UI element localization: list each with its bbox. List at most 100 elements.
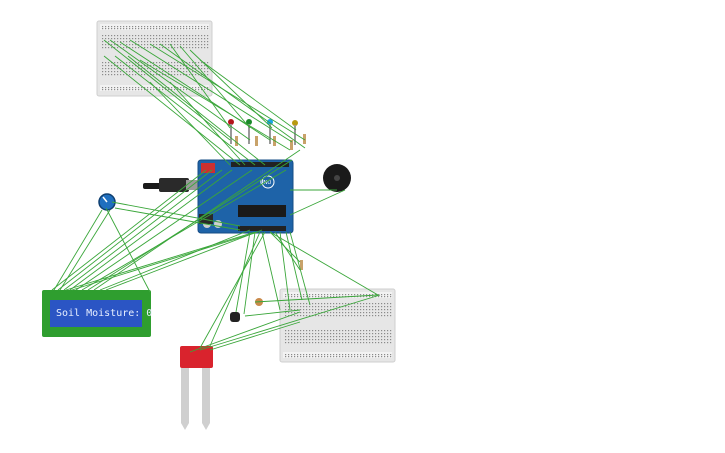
breadboard-hole — [315, 342, 317, 344]
wire[interactable] — [261, 231, 281, 311]
breadboard-top[interactable] — [96, 20, 213, 97]
wire[interactable] — [111, 201, 241, 227]
breadboard-hole — [114, 44, 116, 46]
breadboard-hole — [114, 26, 116, 28]
breadboard-hole — [306, 342, 308, 344]
breadboard-hole — [195, 35, 197, 37]
transistor[interactable] — [230, 312, 240, 322]
breadboard-hole — [198, 35, 200, 37]
wire[interactable] — [75, 169, 253, 291]
wire[interactable] — [169, 81, 246, 166]
breadboard-hole — [174, 41, 176, 43]
breadboard-hole — [180, 65, 182, 67]
wire[interactable] — [279, 231, 291, 311]
wire[interactable] — [93, 149, 301, 291]
wire[interactable] — [81, 169, 287, 291]
breadboard-hole — [180, 87, 182, 89]
wire[interactable] — [51, 169, 207, 291]
breadboard-hole — [342, 330, 344, 332]
wire[interactable] — [63, 169, 223, 291]
breadboard-hole — [291, 330, 293, 332]
breadboard-hole — [105, 35, 107, 37]
wire[interactable] — [269, 231, 379, 296]
breadboard-hole — [330, 333, 332, 335]
wire[interactable] — [53, 209, 103, 291]
breadboard-hole — [297, 342, 299, 344]
breadboard-hole — [291, 333, 293, 335]
wire[interactable] — [274, 231, 301, 271]
wire[interactable] — [189, 311, 301, 353]
breadboard-hole — [303, 315, 305, 317]
breadboard-hole — [129, 62, 131, 64]
piezo-buzzer[interactable] — [323, 164, 351, 192]
breadboard-hole — [183, 28, 185, 30]
breadboard-hole — [192, 35, 194, 37]
wire[interactable] — [105, 229, 263, 291]
wire[interactable] — [105, 207, 151, 293]
breadboard-hole — [141, 35, 143, 37]
breadboard-hole — [345, 356, 347, 358]
wire[interactable] — [199, 294, 381, 351]
wire[interactable] — [139, 59, 291, 151]
wire[interactable] — [71, 231, 259, 291]
breadboard-hole — [195, 71, 197, 73]
breadboard-hole — [144, 47, 146, 49]
breadboard-hole — [204, 44, 206, 46]
wire[interactable] — [199, 231, 266, 349]
breadboard-hole — [180, 41, 182, 43]
wire[interactable] — [103, 55, 241, 166]
breadboard-bottom[interactable] — [279, 288, 396, 363]
wire[interactable] — [57, 169, 213, 291]
wire[interactable] — [119, 41, 271, 141]
breadboard-hole — [375, 306, 377, 308]
breadboard-hole — [387, 306, 389, 308]
breadboard-hole — [165, 74, 167, 76]
breadboard-hole — [363, 339, 365, 341]
wire[interactable] — [254, 294, 379, 303]
breadboard-hole — [291, 294, 293, 296]
breadboard-hole — [306, 330, 308, 332]
wire[interactable] — [243, 231, 256, 315]
breadboard-hole — [198, 62, 200, 64]
arduino-uno[interactable]: UNO — [197, 159, 294, 234]
breadboard-hole — [312, 296, 314, 298]
breadboard-hole — [117, 26, 119, 28]
breadboard-hole — [360, 294, 362, 296]
lcd-16x2[interactable]: Soil Moisture: 0 — [42, 290, 152, 337]
wire[interactable] — [59, 209, 111, 291]
breadboard-hole — [336, 330, 338, 332]
breadboard-hole — [207, 71, 209, 73]
wire[interactable] — [114, 55, 256, 166]
breadboard-hole — [378, 303, 380, 305]
wire[interactable] — [159, 43, 306, 149]
wire[interactable] — [169, 43, 231, 129]
wire[interactable] — [129, 39, 293, 143]
breadboard-hole — [387, 315, 389, 317]
wire[interactable] — [209, 321, 301, 351]
wire[interactable] — [199, 59, 297, 131]
wire[interactable] — [289, 189, 346, 216]
wire[interactable] — [149, 81, 231, 166]
breadboard-hole — [204, 38, 206, 40]
soil-moisture-sensor[interactable] — [180, 346, 213, 430]
wire[interactable] — [65, 231, 256, 291]
wire[interactable] — [244, 309, 301, 317]
leds[interactable] — [228, 119, 298, 145]
wire[interactable] — [114, 207, 241, 231]
usb-cable[interactable] — [143, 178, 198, 192]
breadboard-hole — [159, 28, 161, 30]
wire[interactable] — [103, 39, 231, 141]
wire[interactable] — [99, 229, 251, 291]
breadboard-hole — [348, 333, 350, 335]
breadboard-hole — [147, 28, 149, 30]
wire[interactable] — [69, 169, 233, 291]
wire[interactable] — [285, 231, 303, 301]
wire[interactable] — [209, 231, 261, 347]
wire[interactable] — [127, 55, 266, 166]
breadboard-hole — [363, 306, 365, 308]
breadboard-hole — [300, 336, 302, 338]
wire[interactable] — [289, 231, 311, 306]
breadboard-hole — [126, 47, 128, 49]
wire[interactable] — [179, 45, 251, 129]
